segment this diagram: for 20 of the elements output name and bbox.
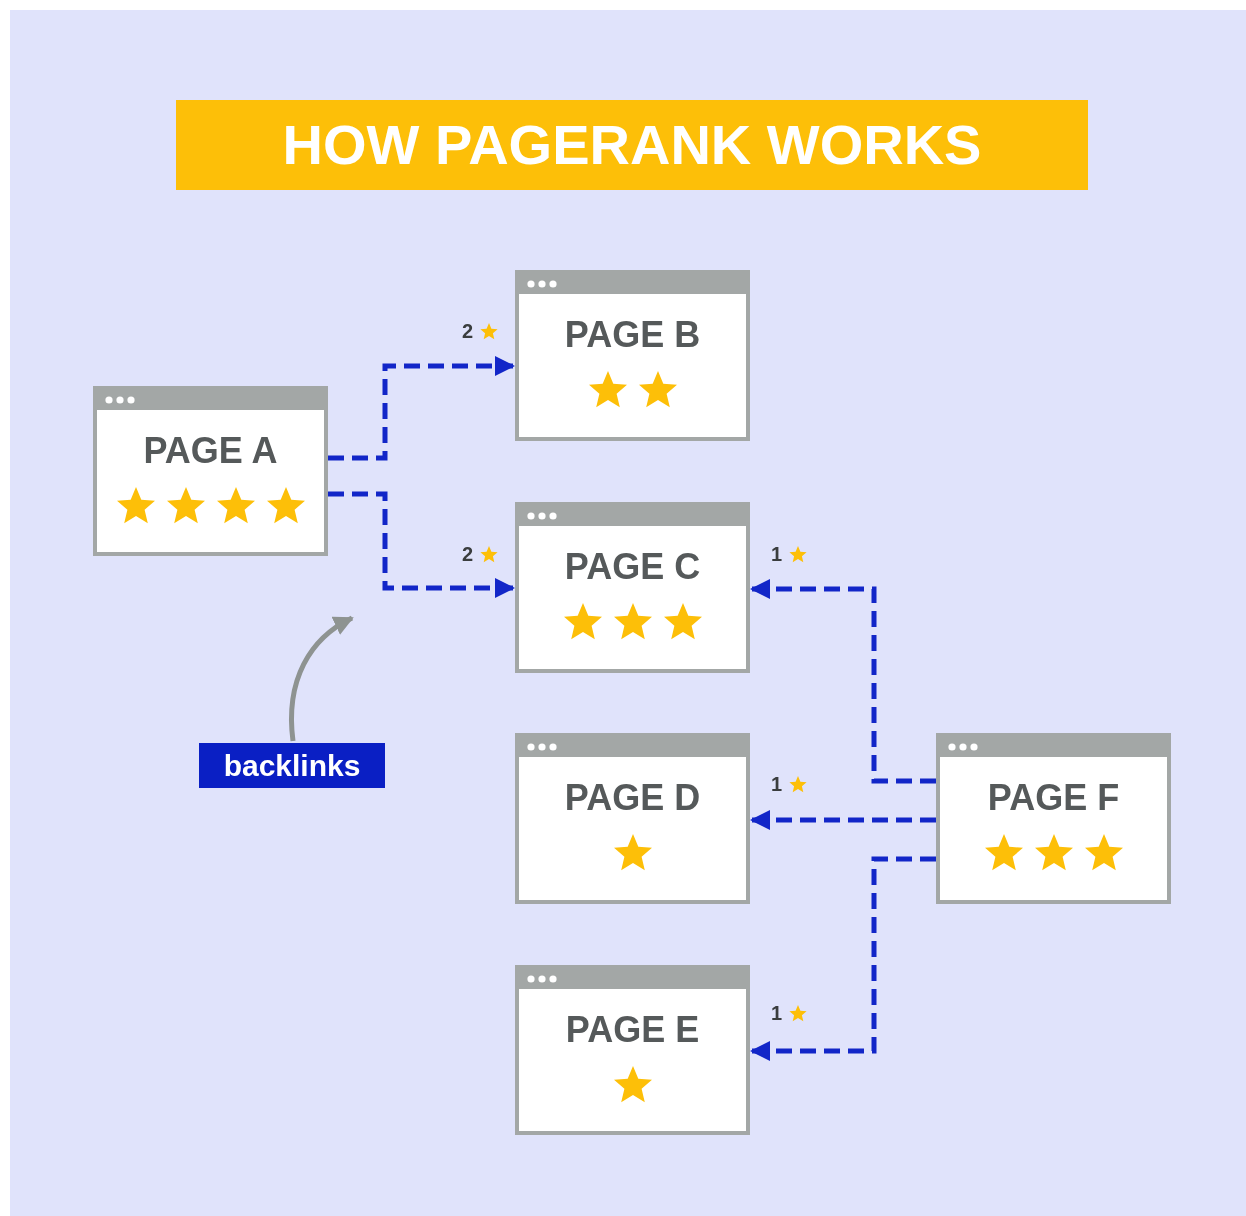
dashed-arrow (328, 491, 515, 598)
dashed-arrow (750, 579, 936, 784)
browser-window (515, 502, 750, 673)
page-title: PAGE E (565, 1009, 700, 1050)
page-title: PAGE D (564, 777, 701, 818)
page-title: PAGE A (143, 430, 278, 471)
dashed-arrow (750, 856, 936, 1061)
browser-window (515, 270, 750, 441)
browser-window (93, 386, 328, 556)
dashed-arrow (750, 810, 936, 830)
page-title: PAGE B (564, 314, 701, 355)
browser-window (515, 965, 750, 1135)
page-title: PAGE F (987, 777, 1120, 818)
browser-window (936, 733, 1171, 904)
title-banner: HOW PAGERANK WORKS (176, 100, 1088, 190)
tag-label: backlinks (199, 743, 385, 788)
curved-arrow (289, 615, 354, 742)
page-title: PAGE C (564, 546, 701, 587)
browser-window (515, 733, 750, 904)
dashed-arrow (328, 356, 515, 461)
